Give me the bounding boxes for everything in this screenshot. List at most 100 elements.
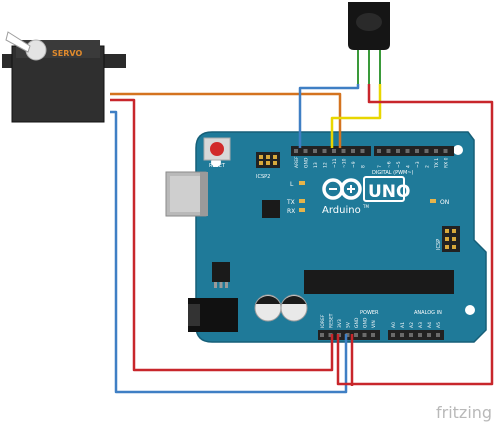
pin-hole[interactable] xyxy=(360,149,365,153)
pin-hole[interactable] xyxy=(418,333,422,337)
trademark-label: TM xyxy=(362,204,369,209)
pin-label: A2 xyxy=(409,322,415,328)
pin-label: 5V xyxy=(346,321,352,328)
arduino-logo xyxy=(322,178,362,200)
pin-label: VIN xyxy=(371,320,377,328)
pin-hole[interactable] xyxy=(332,149,336,153)
led-tx-label: TX xyxy=(286,199,295,206)
pin-hole[interactable] xyxy=(391,333,395,337)
pin-hole[interactable] xyxy=(377,149,381,153)
pin-label: GND xyxy=(363,317,369,328)
pin-hole[interactable] xyxy=(409,333,413,337)
ir-receiver-sensor xyxy=(348,2,390,50)
pin-hole[interactable] xyxy=(434,149,438,153)
ir-receiver-dome xyxy=(356,13,382,31)
led-on xyxy=(430,199,436,203)
icsp2-header xyxy=(256,152,280,168)
pin-label: 7 xyxy=(377,165,383,168)
led-l-label: L xyxy=(290,181,294,188)
servo-motor: SERVO xyxy=(2,31,126,123)
pin-label: ~11 xyxy=(332,158,338,168)
pin-hole[interactable] xyxy=(328,333,333,337)
pin-hole[interactable] xyxy=(386,149,391,153)
fritzing-watermark: fritzing xyxy=(436,403,492,422)
pin-label: AREF xyxy=(294,156,300,168)
reset-button[interactable] xyxy=(203,137,231,161)
power-jack xyxy=(188,298,238,332)
pin-label: 12 xyxy=(323,162,329,168)
pin-label: 2 xyxy=(425,165,431,168)
pin-hole[interactable] xyxy=(415,149,419,153)
led-l xyxy=(299,181,305,185)
analog-label: ANALOG IN xyxy=(414,310,442,316)
servo-horn xyxy=(5,31,31,53)
reset-label: RESET xyxy=(209,163,226,169)
pin-hole[interactable] xyxy=(351,149,355,153)
pin-hole[interactable] xyxy=(443,149,448,153)
usb-connector xyxy=(165,171,208,217)
pin-hole[interactable] xyxy=(322,149,327,153)
led-tx xyxy=(299,199,305,203)
wire-ir-power xyxy=(336,84,494,386)
pin-label: ~3 xyxy=(415,161,421,168)
analog-header xyxy=(388,330,444,340)
pin-hole[interactable] xyxy=(341,149,346,153)
pin-label: ~5 xyxy=(396,161,402,168)
pin-label: A5 xyxy=(436,322,442,328)
pin-hole[interactable] xyxy=(362,333,367,337)
pin-hole[interactable] xyxy=(294,149,298,153)
power-label: POWER xyxy=(360,310,379,316)
uno-label: UNO xyxy=(368,182,410,202)
icsp-header xyxy=(442,226,460,252)
led-rx xyxy=(299,208,305,212)
pin-label: A3 xyxy=(418,322,424,328)
icsp-label: ICSP xyxy=(436,239,442,250)
pin-hole[interactable] xyxy=(303,149,308,153)
wire-servo-ground xyxy=(110,110,348,394)
pin-hole[interactable] xyxy=(436,333,440,337)
servo-body xyxy=(11,45,105,123)
icsp2-label: ICSP2 xyxy=(256,174,270,180)
pin-label: A4 xyxy=(427,322,433,328)
pin-label: 13 xyxy=(313,162,319,168)
pin-hole[interactable] xyxy=(427,333,431,337)
digital-label: DIGITAL (PWM~) xyxy=(372,170,414,176)
pin-label: IOREF xyxy=(320,314,326,328)
digital-header xyxy=(291,146,454,156)
pin-label: 3V3 xyxy=(337,319,343,328)
led-rx-label: RX xyxy=(287,208,295,215)
pin-hole[interactable] xyxy=(400,333,404,337)
pin-hole[interactable] xyxy=(371,333,375,337)
pin-label: RX 0 xyxy=(444,157,450,168)
pin-hole[interactable] xyxy=(313,149,317,153)
pin-label: TX 1 xyxy=(434,158,440,169)
pin-hole[interactable] xyxy=(320,333,324,337)
pin-hole[interactable] xyxy=(405,149,410,153)
capacitor xyxy=(254,294,282,322)
voltage-regulator xyxy=(212,262,230,288)
wire-servo-signal xyxy=(110,92,342,148)
servo-label: SERVO xyxy=(52,49,82,58)
pin-hole[interactable] xyxy=(354,333,358,337)
pin-hole[interactable] xyxy=(345,333,350,337)
pin-label: A0 xyxy=(391,322,397,328)
wires xyxy=(110,50,494,394)
capacitor xyxy=(280,294,308,322)
pin-label: 4 xyxy=(406,165,412,168)
mounting-hole xyxy=(453,145,463,155)
microcontroller-chip xyxy=(304,270,454,294)
pin-hole[interactable] xyxy=(424,149,429,153)
pin-hole[interactable] xyxy=(396,149,400,153)
pin-label: A1 xyxy=(400,322,406,328)
arduino-brand-label: Arduino xyxy=(322,205,361,216)
usb-chip xyxy=(262,200,280,218)
led-on-label: ON xyxy=(440,199,449,206)
pin-label: RESET xyxy=(329,313,335,328)
pin-label: ~6 xyxy=(387,161,393,168)
arduino-uno-board: RESET ICSP2 L TX RX xyxy=(165,131,487,343)
pin-label: ~9 xyxy=(351,161,357,168)
power-header xyxy=(318,330,380,340)
